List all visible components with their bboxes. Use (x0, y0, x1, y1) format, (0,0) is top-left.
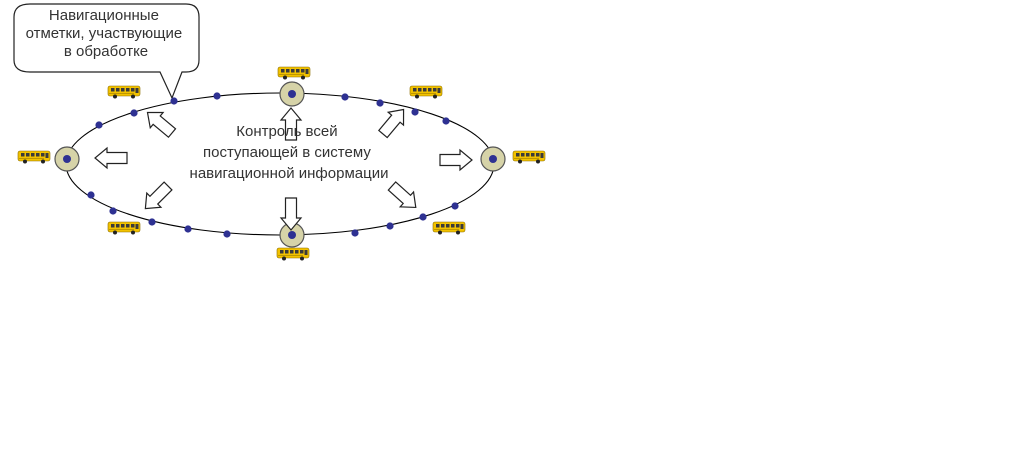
navigation-point-icon (386, 222, 394, 230)
navigation-point-icon (109, 207, 117, 215)
navigation-point-icon (341, 93, 349, 101)
svg-text:Контроль всей поступающе: Контроль всей поступающей в систему нави… (190, 123, 389, 182)
navigation-point-icon (451, 202, 459, 210)
navigation-point-icon (376, 99, 384, 107)
bus-icon (107, 85, 141, 99)
bus-icon (432, 221, 466, 235)
svg-text:Навигационные отметки, у: Навигационные отметки, участвующие в обр… (26, 7, 187, 60)
station-right (480, 146, 506, 172)
bus-icon (277, 66, 311, 80)
center-label-line-3: навигационной информации (190, 165, 389, 182)
bus-icon (512, 150, 546, 164)
bus-icon (107, 221, 141, 235)
block-arrow-icon (439, 149, 473, 171)
callout-line-2: отметки, участвующие (26, 25, 183, 42)
navigation-points (87, 92, 459, 238)
center-label: Контроль всей поступающей в систему нави… (190, 123, 389, 182)
station-left (54, 146, 80, 172)
block-arrow-icon (140, 104, 180, 142)
navigation-point-icon (170, 97, 178, 105)
center-label-line-1: Контроль всей (236, 123, 337, 140)
navigation-point-icon (419, 213, 427, 221)
navigation-point-icon (87, 191, 95, 199)
navigation-point-icon (442, 117, 450, 125)
bus-icon (409, 85, 443, 99)
route-ellipse (65, 92, 495, 236)
bus-icon (17, 150, 51, 164)
navigation-point-icon (148, 218, 156, 226)
navigation-point-icon (95, 121, 103, 129)
callout-line-1: Навигационные (49, 7, 159, 24)
block-arrow-icon (384, 177, 424, 216)
navigation-point-icon (130, 109, 138, 117)
block-arrow-icon (94, 147, 128, 169)
callout-line-3: в обработке (64, 43, 148, 60)
navigation-point-icon (411, 108, 419, 116)
bus-icon (276, 247, 310, 261)
navigation-point-icon (351, 229, 359, 237)
navigation-point-icon (213, 92, 221, 100)
station-top (279, 81, 305, 107)
callout-bubble: Навигационные отметки, участвующие в обр… (13, 3, 200, 100)
center-label-line-2: поступающей в систему (203, 144, 371, 161)
navigation-point-icon (223, 230, 231, 238)
block-arrow-icon (137, 178, 176, 217)
navigation-point-icon (184, 225, 192, 233)
block-arrow-icon (374, 102, 412, 142)
